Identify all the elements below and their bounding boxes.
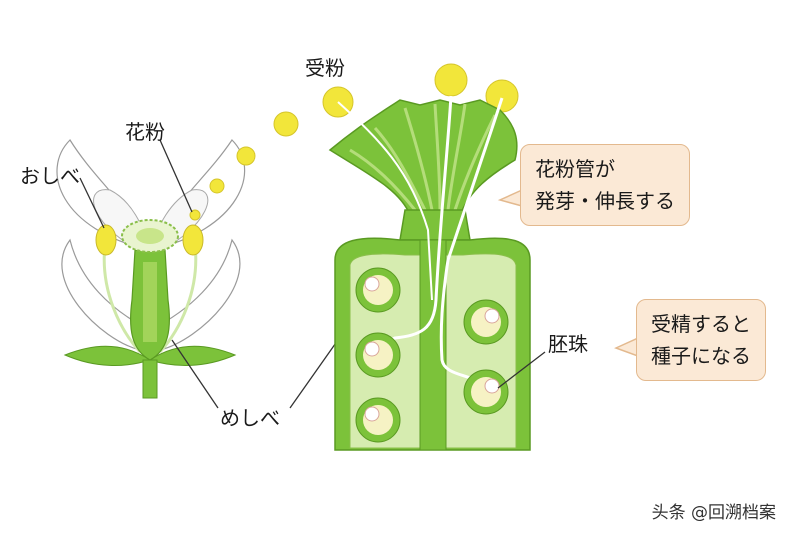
pollen-grain [273, 111, 299, 137]
ovule [463, 299, 509, 345]
stamen-filament-left [102, 244, 142, 354]
ovule [355, 267, 401, 313]
anther-left [95, 224, 117, 256]
callout-fertilization-line-2: 種子になる [651, 344, 751, 368]
stamen-filament-right [158, 244, 198, 354]
callout-pointer-fertilization [614, 336, 639, 358]
pistil-style [143, 262, 157, 342]
pollen-grain [434, 63, 468, 97]
ovule [355, 397, 401, 443]
ovules-left [355, 267, 401, 443]
label-oshibe: おしべ [20, 164, 80, 188]
stigma-section [328, 99, 518, 216]
callout-pollen-tube: 花粉管が 発芽・伸長する [520, 144, 690, 226]
leader-lines-right [497, 351, 546, 389]
ovule [355, 332, 401, 378]
pollen-tube-1 [384, 95, 453, 345]
label-haishu: 胚珠 [548, 332, 588, 356]
label-kafun: 花粉 [125, 120, 165, 144]
leader-oshibe [79, 177, 105, 229]
sepal-left [63, 345, 152, 366]
callout-pollen-tube-line-1: 花粉管が [535, 157, 615, 181]
flower-stem [142, 359, 158, 399]
pollen-grain [189, 209, 201, 221]
pollen-grain [236, 146, 256, 166]
pollen-grain [209, 178, 225, 194]
leader-haishu [497, 351, 546, 389]
anther-right [182, 224, 204, 256]
label-jufun: 受粉 [305, 56, 345, 80]
stigma-center [136, 228, 164, 244]
callout-fertilization: 受精すると 種子になる [636, 299, 766, 381]
leader-mesibe-left [171, 339, 219, 409]
ovule [463, 369, 509, 415]
leader-kafun [159, 139, 193, 213]
callout-fertilization-line-1: 受精すると [651, 312, 751, 336]
watermark: 头条 @回溯档案 [651, 503, 776, 523]
callout-pollen-tube-line-2: 発芽・伸長する [535, 189, 675, 213]
label-mesibe: めしべ [220, 406, 280, 430]
pollen-tube-3 [337, 101, 433, 301]
stigma-fringe [349, 103, 497, 211]
pollen-tube-2 [439, 97, 504, 380]
ovules-right [463, 299, 509, 415]
callout-pointer-pollen-tube [497, 188, 523, 207]
pistil-cross-section [328, 95, 531, 451]
flower-illustration [56, 139, 246, 399]
